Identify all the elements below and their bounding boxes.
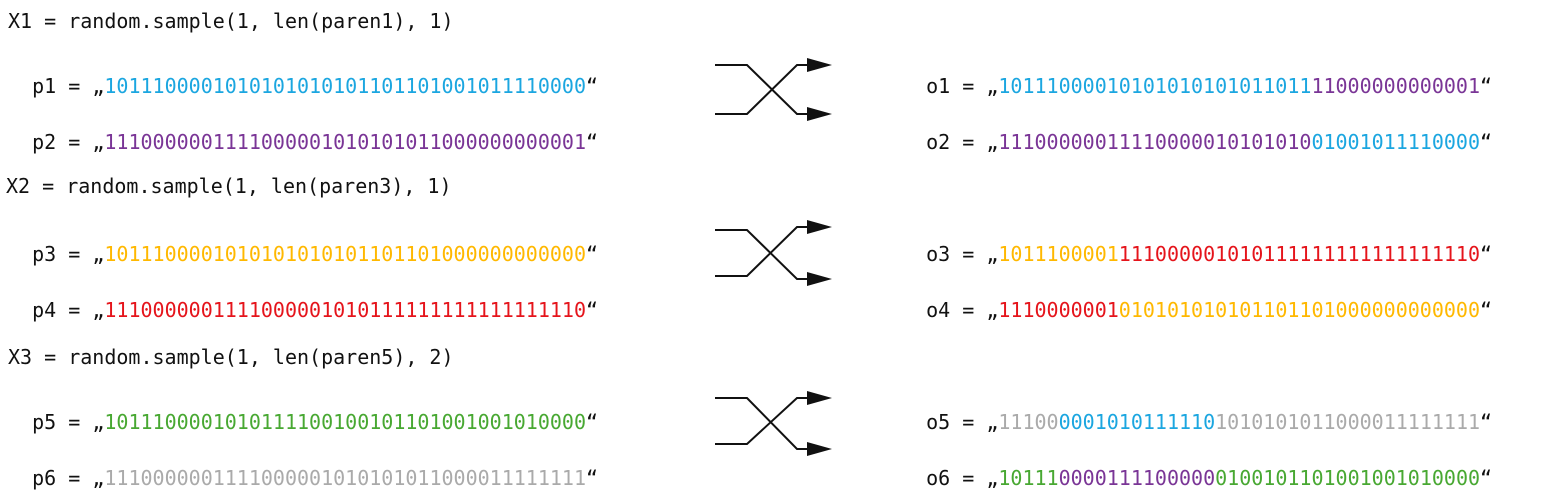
close-quote: “	[1480, 74, 1493, 98]
string-label: o4 =	[926, 298, 987, 322]
crossover-arrows-2	[715, 220, 832, 286]
open-quote: „	[986, 242, 999, 266]
parent-string-p4: p4 = „1110000001111000001010111111111111…	[8, 274, 598, 322]
close-quote: “	[1480, 130, 1493, 154]
bit-segment: 1011100001	[998, 242, 1119, 266]
cross-arrow-bottom	[715, 226, 820, 277]
parent-string-p5: p5 = „1011100001010111100100101101001001…	[8, 386, 598, 434]
close-quote: “	[586, 466, 599, 490]
string-label: o1 =	[926, 74, 987, 98]
string-label: p5 =	[32, 410, 93, 434]
offspring-string-o3: o3 = „1011100001111000001010111111111111…	[902, 218, 1492, 266]
bit-segment: 010101010101101101000000000000	[1118, 298, 1481, 322]
string-label: p6 =	[32, 466, 93, 490]
string-label: p3 =	[32, 242, 93, 266]
open-quote: „	[92, 466, 105, 490]
parent-string-p3: p3 = „1011100001010101010101101101000000…	[8, 218, 598, 266]
parent-string-p1: p1 = „1011100001010101010101101101001011…	[8, 50, 598, 98]
close-quote: “	[586, 410, 599, 434]
bit-segment: 10111000010101010101011011	[998, 74, 1312, 98]
bit-segment: 1110000001	[998, 298, 1119, 322]
bit-segment: 1110000001111000001010101011000000000001	[104, 130, 586, 154]
crossover-arrows-3	[715, 391, 832, 456]
string-label: p1 =	[32, 74, 93, 98]
bit-segment: 11100000011110000010101010	[998, 130, 1312, 154]
string-label: o5 =	[926, 410, 987, 434]
open-quote: „	[92, 130, 105, 154]
code-line-x1: X1 = random.sample(1, len(paren1), 1)	[8, 9, 454, 33]
open-quote: „	[92, 298, 105, 322]
open-quote: „	[986, 410, 999, 434]
string-label: o3 =	[926, 242, 987, 266]
bit-segment: 1010101011000011111111	[1215, 410, 1481, 434]
bit-segment: 1011100001010101010101101101000000000000	[104, 242, 586, 266]
bit-segment: 0000111100000	[1058, 466, 1216, 490]
bit-segment: 1011100001010101010101101101001011110000	[104, 74, 586, 98]
bit-segment: 1110000001111000001010111111111111111110	[104, 298, 586, 322]
parent-string-p2: p2 = „1110000001111000001010101011000000…	[8, 106, 598, 154]
string-label: p2 =	[32, 130, 93, 154]
open-quote: „	[986, 466, 999, 490]
close-quote: “	[586, 74, 599, 98]
offspring-string-o1: o1 = „1011100001010101010101101111000000…	[902, 50, 1492, 98]
close-quote: “	[1480, 298, 1493, 322]
open-quote: „	[986, 74, 999, 98]
parent-string-p6: p6 = „1110000001111000001010101011000011…	[8, 442, 598, 490]
bit-segment: 0100101101001001010000	[1215, 466, 1481, 490]
offspring-string-o2: o2 = „1110000001111000001010101001001011…	[902, 106, 1492, 154]
code-line-x2: X2 = random.sample(1, len(paren3), 1)	[6, 174, 452, 198]
close-quote: “	[1480, 410, 1493, 434]
bit-segment: 10111	[998, 466, 1059, 490]
bit-segment: 1011100001010111100100101101001001010000	[104, 410, 586, 434]
close-quote: “	[586, 242, 599, 266]
string-label: o2 =	[926, 130, 987, 154]
bit-segment: 0001010111110	[1058, 410, 1216, 434]
string-label: o6 =	[926, 466, 987, 490]
close-quote: “	[586, 298, 599, 322]
bit-segment: 11000000000001	[1311, 74, 1481, 98]
bit-segment: 01001011110000	[1311, 130, 1481, 154]
cross-arrow-top	[715, 229, 820, 280]
bit-segment: 111000001010111111111111111110	[1118, 242, 1481, 266]
cross-arrow-bottom	[715, 397, 820, 445]
close-quote: “	[1480, 466, 1493, 490]
open-quote: „	[92, 242, 105, 266]
open-quote: „	[986, 130, 999, 154]
string-label: p4 =	[32, 298, 93, 322]
cross-arrow-top	[715, 64, 821, 119]
cross-arrow-top	[715, 397, 820, 450]
open-quote: „	[92, 410, 105, 434]
code-line-x3: X3 = random.sample(1, len(paren5), 2)	[8, 345, 454, 369]
crossover-arrows-1	[715, 58, 832, 121]
close-quote: “	[586, 130, 599, 154]
offspring-string-o6: o6 = „1011100001111000000100101101001001…	[902, 442, 1492, 490]
offspring-string-o4: o4 = „1110000001010101010101101101000000…	[902, 274, 1492, 322]
open-quote: „	[986, 298, 999, 322]
open-quote: „	[92, 74, 105, 98]
offspring-string-o5: o5 = „1110000010101111101010101011000011…	[902, 386, 1492, 434]
bit-segment: 1110000001111000001010101011000011111111	[104, 466, 586, 490]
cross-arrow-bottom	[715, 60, 821, 115]
bit-segment: 11100	[998, 410, 1059, 434]
close-quote: “	[1480, 242, 1493, 266]
